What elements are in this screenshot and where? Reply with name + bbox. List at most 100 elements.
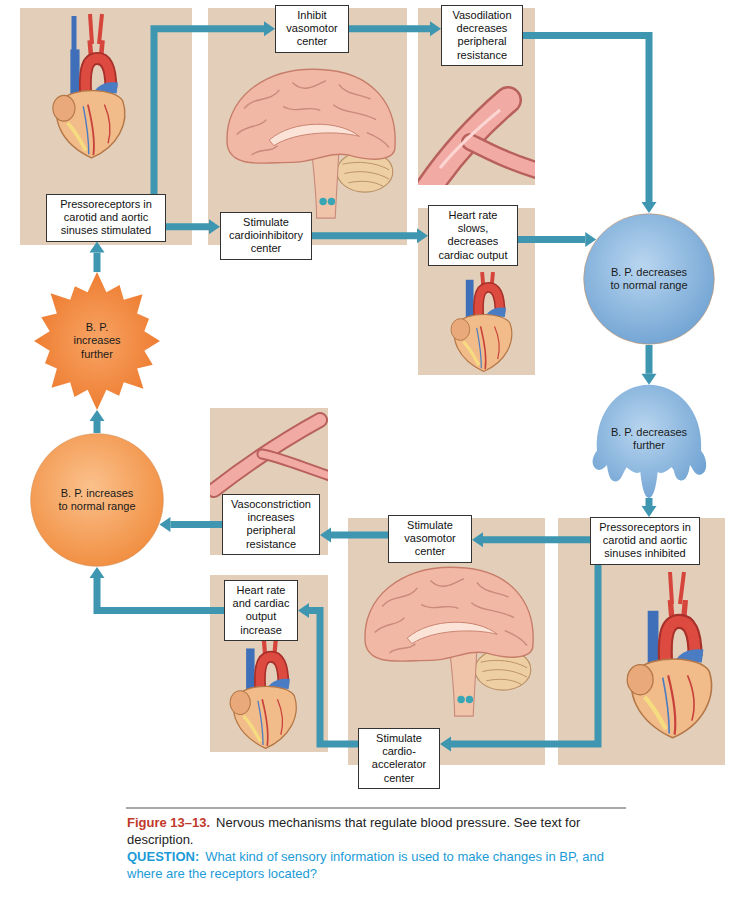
process-box: Vasodilation decreases peripheral resist…	[441, 5, 523, 66]
flow-arrow	[518, 232, 596, 247]
flow-arrow	[312, 228, 428, 243]
arrow-head	[298, 603, 309, 618]
node-label: Stimulate cardioinhibitory center	[225, 216, 307, 256]
process-box: Stimulate cardioinhibitory center	[220, 212, 312, 260]
arrow-shaft	[518, 236, 585, 243]
heart-illustration	[451, 272, 512, 371]
arrow-head	[472, 532, 483, 547]
constricted-vessel-illustration	[262, 454, 328, 476]
heart-illustration	[627, 572, 711, 738]
arrow-head	[440, 737, 451, 752]
dilated-vessel-illustration	[470, 142, 535, 170]
arrow-shaft	[94, 253, 101, 272]
node-label: B. P. increases to normal range	[57, 487, 137, 513]
brain-illustration	[227, 69, 395, 218]
node-label: Heart rate and cardiac output increase	[229, 584, 293, 637]
arrow-shaft	[309, 610, 358, 744]
node-label: Heart rate slows, decreases cardiac outp…	[433, 209, 513, 262]
arrow-shaft	[483, 536, 590, 543]
dilated-vessel-illustration	[470, 142, 535, 170]
brain-illustration	[365, 567, 533, 716]
panel-backgrounds	[210, 575, 328, 752]
arrow-head	[417, 228, 428, 243]
question-heading: QUESTION:	[127, 849, 199, 864]
arrow-head	[320, 527, 331, 542]
flow-arrow	[90, 242, 105, 272]
constricted-vessel-illustration	[214, 420, 328, 490]
starburst-node: B. P. increases further	[30, 272, 164, 410]
panel-backgrounds	[210, 408, 328, 555]
arrow-head	[159, 517, 170, 532]
arrow-shaft	[94, 421, 101, 433]
arrow-shaft	[646, 498, 653, 506]
heart-illustration	[72, 16, 77, 50]
flow-arrow	[159, 517, 222, 532]
panel-backgrounds	[20, 8, 725, 765]
caption-block: Figure 13–13.Nervous mechanisms that reg…	[127, 815, 632, 883]
caption-line: Figure 13–13.Nervous mechanisms that reg…	[127, 815, 632, 849]
heart-illustration	[627, 600, 711, 738]
process-box: Stimulate vasomotor center	[388, 515, 472, 563]
brain-illustration	[365, 567, 533, 716]
panel-backgrounds	[20, 8, 192, 245]
arrow-head	[642, 506, 657, 517]
process-box: Heart rate and cardiac output increase	[224, 580, 298, 641]
flow-arrow	[349, 21, 441, 36]
node-label: Inhibit vasomotor center	[280, 9, 344, 49]
process-box: Inhibit vasomotor center	[275, 5, 349, 53]
node-label: Vasodilation decreases peripheral resist…	[446, 9, 518, 62]
flow-arrow	[472, 532, 590, 547]
dilated-vessel-illustration	[440, 110, 500, 168]
arrow-shaft	[646, 345, 653, 374]
starburst-fill	[34, 272, 160, 410]
node-label: Stimulate cardio-accelerator center	[363, 732, 435, 785]
node-label: Stimulate vasomotor center	[393, 519, 467, 559]
arrow-shaft	[523, 35, 649, 202]
arrow-head	[90, 242, 105, 253]
arrow-shaft	[170, 521, 222, 528]
heart-illustration	[451, 272, 512, 371]
arrow-shaft	[166, 223, 209, 230]
flow-arrow	[642, 498, 657, 517]
process-box: Heart rate slows, decreases cardiac outp…	[428, 205, 518, 266]
figure-number: Figure 13–13.	[127, 815, 210, 830]
panel-backgrounds	[558, 518, 725, 765]
flow-arrow	[440, 565, 598, 752]
node-label: Pressoreceptors in carotid and aortic si…	[51, 198, 161, 238]
dilated-vessel-illustration	[426, 100, 535, 185]
arrow-shaft	[97, 578, 224, 610]
arrow-shaft	[451, 565, 598, 744]
arrow-head	[264, 21, 275, 36]
flow-arrow	[154, 21, 275, 194]
process-box: Pressoreceptors in carotid and aortic si…	[46, 194, 166, 242]
flow-arrow	[298, 603, 358, 744]
panel-backgrounds	[208, 8, 407, 245]
flow-arrow	[90, 567, 225, 610]
caption-rule	[126, 808, 626, 809]
node-label: B. P. decreases to normal range	[609, 266, 689, 292]
flow-arrow	[166, 219, 220, 234]
process-box: Stimulate cardio-accelerator center	[358, 728, 440, 789]
process-box: Pressoreceptors in carotid and aortic si…	[590, 517, 700, 565]
drip-fill	[593, 385, 707, 498]
heart-illustration	[670, 572, 684, 604]
arrow-head	[642, 374, 657, 385]
flow-arrow	[523, 35, 657, 213]
circle-node: B. P. increases to normal range	[30, 433, 164, 567]
arrow-head	[209, 219, 220, 234]
arrow-head	[642, 202, 657, 213]
brain-illustration	[227, 69, 395, 218]
node-label: Pressoreceptors in carotid and aortic si…	[595, 521, 695, 561]
flow-arrow	[642, 345, 657, 385]
heart-illustration	[53, 14, 125, 158]
arrow-head	[90, 410, 105, 421]
arrow-head	[90, 567, 105, 578]
node-label: B. P. increases further	[64, 321, 130, 361]
arrow-shaft	[154, 29, 264, 194]
flow-arrow	[90, 410, 105, 433]
circle-fill	[584, 214, 715, 345]
heart-illustration	[90, 14, 102, 44]
flow-arrow	[320, 527, 388, 542]
arrow-head	[430, 21, 441, 36]
blob-node: B. P. decreases further	[587, 380, 711, 498]
